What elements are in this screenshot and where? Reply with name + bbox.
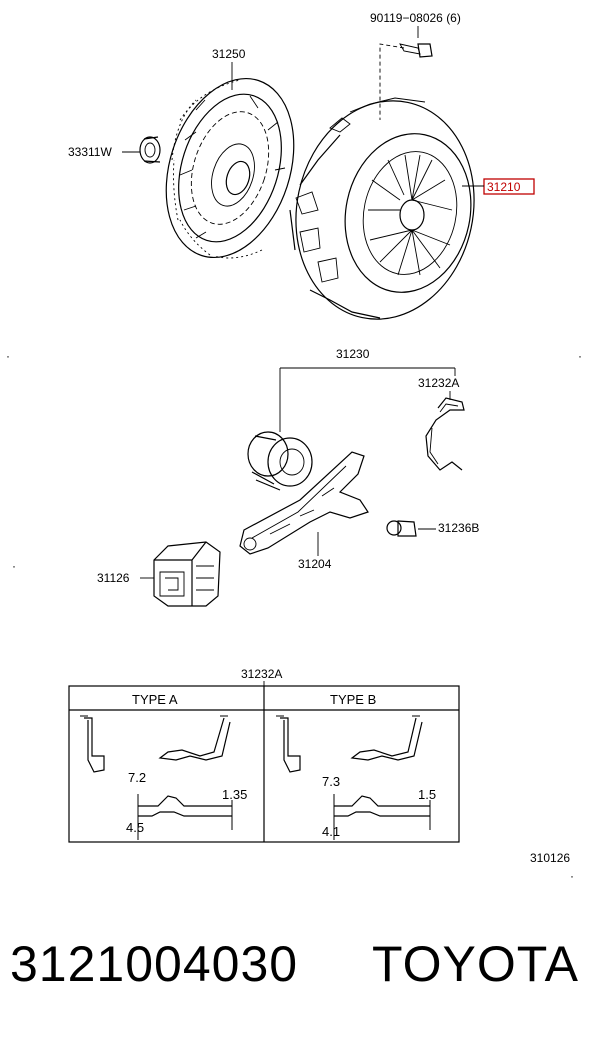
- release-bearing-part[interactable]: 31230: [247, 347, 456, 491]
- pilot-bearing-part[interactable]: 33311W: [68, 136, 161, 164]
- type-b-dim-bottom: 4.1: [322, 824, 340, 839]
- clip-type-table: 31232A TYPE A TYPE B 7.2 4.5 1.35: [68, 667, 460, 843]
- part-number: 3121004030: [10, 936, 299, 992]
- brand-name: TOYOTA: [372, 936, 579, 992]
- type-b-dim-side: 1.5: [418, 787, 436, 802]
- margin-dot: ·: [570, 869, 574, 883]
- margin-dot: ·: [12, 559, 16, 573]
- pilot-bearing-label: 33311W: [68, 145, 112, 159]
- pivot-ball-label: 31236B: [438, 521, 479, 535]
- bolt-label: 90119−08026 (6): [370, 11, 461, 25]
- type-a-dim-bottom: 4.5: [126, 820, 144, 835]
- fork-boot-part[interactable]: 31126: [97, 541, 221, 607]
- type-a-header: TYPE A: [132, 692, 178, 707]
- type-b-dim-top: 7.3: [322, 774, 340, 789]
- type-b-header: TYPE B: [330, 692, 376, 707]
- clutch-cover-highlight-box: [483, 178, 535, 195]
- type-table-title: 31232A: [241, 667, 282, 681]
- clutch-cover-part[interactable]: 31210: [276, 84, 535, 336]
- type-b-clip-drawing: 7.3 4.1 1.5: [276, 715, 436, 840]
- fork-boot-label: 31126: [97, 571, 130, 585]
- hub-clip-label: 31232A: [418, 376, 459, 390]
- footer: 3121004030 TOYOTA: [0, 935, 600, 1015]
- illustration-number: 310126: [530, 851, 570, 865]
- release-bearing-label: 31230: [336, 347, 370, 361]
- clutch-disc-label: 31250: [212, 47, 246, 61]
- margin-dot: ·: [578, 349, 582, 363]
- bolt-part[interactable]: 90119−08026 (6): [370, 11, 461, 120]
- type-a-dim-side: 1.35: [222, 787, 247, 802]
- hub-clip-part[interactable]: 31232A: [418, 376, 465, 471]
- type-a-clip-drawing: 7.2 4.5 1.35: [80, 715, 247, 840]
- type-a-dim-top: 7.2: [128, 770, 146, 785]
- pivot-ball-part[interactable]: 31236B: [386, 520, 479, 537]
- clutch-cover-label: 31210: [487, 180, 521, 194]
- margin-dot: ·: [6, 349, 10, 363]
- release-fork-part[interactable]: 31204: [239, 451, 369, 571]
- release-fork-label: 31204: [298, 557, 332, 571]
- clutch-disc-part[interactable]: 31250: [145, 47, 316, 274]
